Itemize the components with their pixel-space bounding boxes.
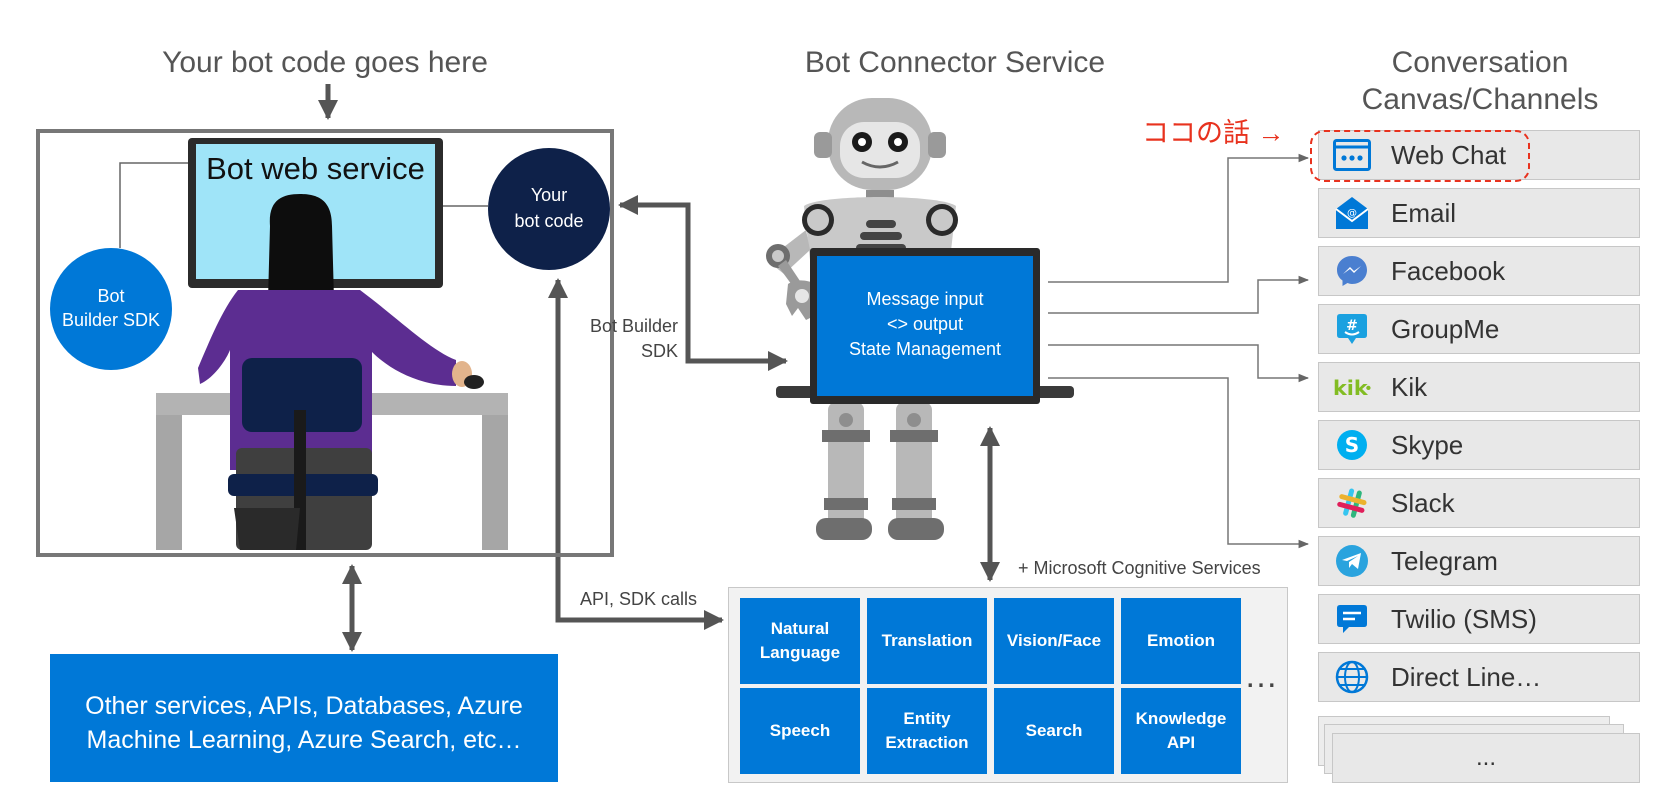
your-bot-code-circle <box>488 148 610 270</box>
service-label-line1: Knowledge <box>1135 709 1227 728</box>
channel-label: Twilio (SMS) <box>1391 604 1537 634</box>
channel-label: Direct Line… <box>1391 662 1542 692</box>
service-label-line1: Emotion <box>1147 631 1215 650</box>
more-channels-card[interactable]: ... <box>1332 733 1640 783</box>
channel-label: Telegram <box>1391 546 1498 576</box>
channel-telegram[interactable]: Telegram <box>1318 536 1640 586</box>
channel-kik[interactable]: kik Kik <box>1318 362 1640 412</box>
more-channels-label: ... <box>1475 744 1496 771</box>
bot-builder-sdk-line2: Builder SDK <box>61 309 161 330</box>
slack-icon <box>1333 485 1371 521</box>
laptop-screen <box>817 256 1033 396</box>
other-services-line1: Other services, APIs, Databases, Azure <box>85 691 523 720</box>
laptop-screen-line2: <> output <box>886 313 964 334</box>
messenger-icon <box>1333 253 1371 289</box>
service-speech: Speech <box>740 688 860 774</box>
bot-builder-sdk-label-line1: Bot Builder <box>589 316 678 336</box>
groupme-icon: # <box>1333 311 1371 347</box>
svg-text:S: S <box>1345 433 1359 457</box>
channel-email[interactable]: @ Email <box>1318 188 1640 238</box>
svg-text:#: # <box>1346 318 1358 334</box>
channel-twilio-sms[interactable]: Twilio (SMS) <box>1318 594 1640 644</box>
service-label-line2: Extraction <box>885 733 969 752</box>
api-sdk-calls-label: API, SDK calls <box>580 589 698 609</box>
channel-label: Kik <box>1391 372 1428 402</box>
bot-code-heading: Your bot code goes here <box>162 46 488 79</box>
channel-direct-line[interactable]: Direct Line… <box>1318 652 1640 702</box>
browser-dots-icon <box>1333 137 1371 173</box>
globe-icon <box>1333 659 1371 695</box>
service-label-line2: API <box>1166 733 1196 752</box>
service-label-line1: Entity <box>903 709 951 728</box>
line-to-webchat <box>1048 153 1310 283</box>
cognitive-services-label: + Microsoft Cognitive Services <box>1018 558 1261 578</box>
your-bot-code-line2: bot code <box>514 210 584 231</box>
api-calls-arrow <box>548 278 724 630</box>
service-translation: Translation <box>867 598 987 684</box>
telegram-icon <box>1333 543 1371 579</box>
other-services-box <box>50 654 558 782</box>
service-label-line1: Translation <box>881 631 973 650</box>
channel-label: Facebook <box>1391 256 1506 286</box>
service-emotion: Emotion <box>1121 598 1241 684</box>
channels-heading-line2: Canvas/Channels <box>1361 83 1599 116</box>
laptop-screen-line1: Message input <box>866 288 984 309</box>
line-to-telegram <box>1048 377 1310 549</box>
bot-builder-sdk-line1: Bot <box>97 285 125 306</box>
svg-text:kik: kik <box>1333 376 1369 400</box>
service-search: Search <box>994 688 1114 774</box>
sms-bubble-icon <box>1333 601 1371 637</box>
service-label-line2: Language <box>759 643 841 662</box>
line-to-facebook <box>1048 275 1310 314</box>
channel-label: GroupMe <box>1391 314 1500 344</box>
developer-illustration <box>156 138 508 550</box>
more-services-ellipsis: … <box>1244 657 1278 695</box>
annotation-label: ココの話 → <box>1142 118 1285 148</box>
channel-slack[interactable]: Slack <box>1318 478 1640 528</box>
service-vision-face: Vision/Face <box>994 598 1114 684</box>
service-label-line1: Search <box>1025 721 1083 740</box>
kik-icon: kik <box>1333 369 1371 405</box>
sdk-to-monitor-line <box>119 162 188 248</box>
connector-heading: Bot Connector Service <box>804 46 1106 79</box>
web-chat-highlight <box>1310 130 1530 182</box>
channel-facebook[interactable]: Facebook <box>1318 246 1640 296</box>
channel-label: Email <box>1391 198 1457 228</box>
service-label-line1: Natural <box>770 619 830 638</box>
laptop-screen-line3: State Management <box>848 338 1002 359</box>
monitor-label: Bot web service <box>206 151 425 186</box>
other-services-line2: Machine Learning, Azure Search, etc… <box>86 725 522 754</box>
channel-groupme[interactable]: # GroupMe <box>1318 304 1640 354</box>
channel-label: Skype <box>1391 430 1464 460</box>
your-bot-code-line1: Your <box>530 184 568 205</box>
bot-builder-sdk-label-line2: SDK <box>640 341 678 361</box>
line-to-kik <box>1048 344 1310 383</box>
envelope-icon: @ <box>1333 195 1371 231</box>
svg-text:@: @ <box>1347 208 1357 219</box>
channels-heading-line1: Conversation <box>1391 46 1569 79</box>
channel-label: Slack <box>1391 488 1455 518</box>
bot-code-frame <box>36 129 614 557</box>
service-label-line1: Speech <box>769 721 831 740</box>
skype-icon: S <box>1333 427 1371 463</box>
bot-builder-sdk-circle <box>50 248 172 370</box>
channel-label: Web Chat <box>1391 140 1507 170</box>
channel-skype[interactable]: S Skype <box>1318 420 1640 470</box>
service-label-line1: Vision/Face <box>1006 631 1102 650</box>
